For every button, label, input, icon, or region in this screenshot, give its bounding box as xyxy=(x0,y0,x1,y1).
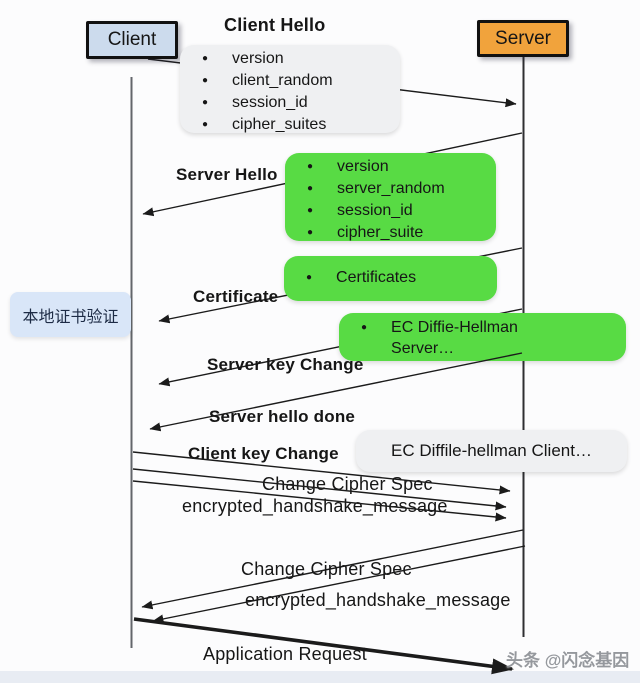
bullet-item: version xyxy=(180,48,400,70)
arrow-encrypted-handshake-client xyxy=(132,480,507,522)
arrow-server-hello-done xyxy=(149,352,523,432)
encrypted-handshake-client-label: encrypted_handshake_message xyxy=(182,496,448,516)
arrow-encrypted-handshake-server xyxy=(152,545,526,624)
bullet-item: version xyxy=(285,156,496,178)
certificates-panel: Certificates xyxy=(284,256,497,301)
server-hello-params-panel: versionserver_randomsession_idcipher_sui… xyxy=(285,153,496,241)
client-hello-label: Client Hello xyxy=(224,15,326,35)
local-cert-verification-note: 本地证书验证 xyxy=(10,292,131,337)
arrow-application-request xyxy=(133,617,514,675)
client-hello-params-list: versionclient_randomsession_idcipher_sui… xyxy=(180,48,400,136)
bullet-item: session_id xyxy=(285,200,496,222)
arrow-client-key-change xyxy=(132,451,511,495)
application-request-label: Application Request xyxy=(203,644,367,664)
server-actor-box: Server xyxy=(477,20,569,57)
server-hello-params-list: versionserver_randomsession_idcipher_sui… xyxy=(285,156,496,244)
change-cipher-spec-server-label: Change Cipher Spec xyxy=(241,559,412,579)
server-key-change-label: Server key Change xyxy=(207,355,364,374)
bullet-item: cipher_suite xyxy=(285,222,496,244)
encrypted-handshake-server-label: encrypted_handshake_message xyxy=(245,590,511,610)
client-hello-params-panel: versionclient_randomsession_idcipher_sui… xyxy=(180,45,400,133)
local-cert-verification-text: 本地证书验证 xyxy=(22,308,119,326)
ecdh-server-list: EC Diffie-Hellman Server… xyxy=(339,317,626,359)
server-hello-done-label: Server hello done xyxy=(209,407,356,426)
bullet-item: server_random xyxy=(285,178,496,200)
bullet-item: Certificates xyxy=(284,267,497,289)
ecdh-client-panel: EC Diffile-hellman Client… xyxy=(356,430,627,472)
client-actor-label: Client xyxy=(107,29,157,50)
arrow-change-cipher-spec-server xyxy=(141,529,524,610)
certificate-label: Certificate xyxy=(193,287,279,306)
server-actor-label: Server xyxy=(495,27,551,49)
bullet-item: session_id xyxy=(180,92,400,114)
arrow-change-cipher-spec-client xyxy=(132,468,507,511)
ecdh-server-panel: EC Diffie-Hellman Server… xyxy=(339,313,626,361)
certificates-list: Certificates xyxy=(284,267,497,289)
bullet-item: EC Diffie-Hellman Server… xyxy=(339,317,626,359)
bullet-item: cipher_suites xyxy=(180,114,400,136)
bottom-strip xyxy=(0,671,640,683)
client-key-change-label: Client key Change xyxy=(188,444,339,463)
bullet-item: client_random xyxy=(180,70,400,92)
server-hello-label: Server Hello xyxy=(176,165,278,184)
client-actor-box: Client xyxy=(86,21,178,59)
watermark: 头条 @闪念基因 xyxy=(506,651,630,670)
ecdh-client-text: EC Diffile-hellman Client… xyxy=(391,441,592,460)
